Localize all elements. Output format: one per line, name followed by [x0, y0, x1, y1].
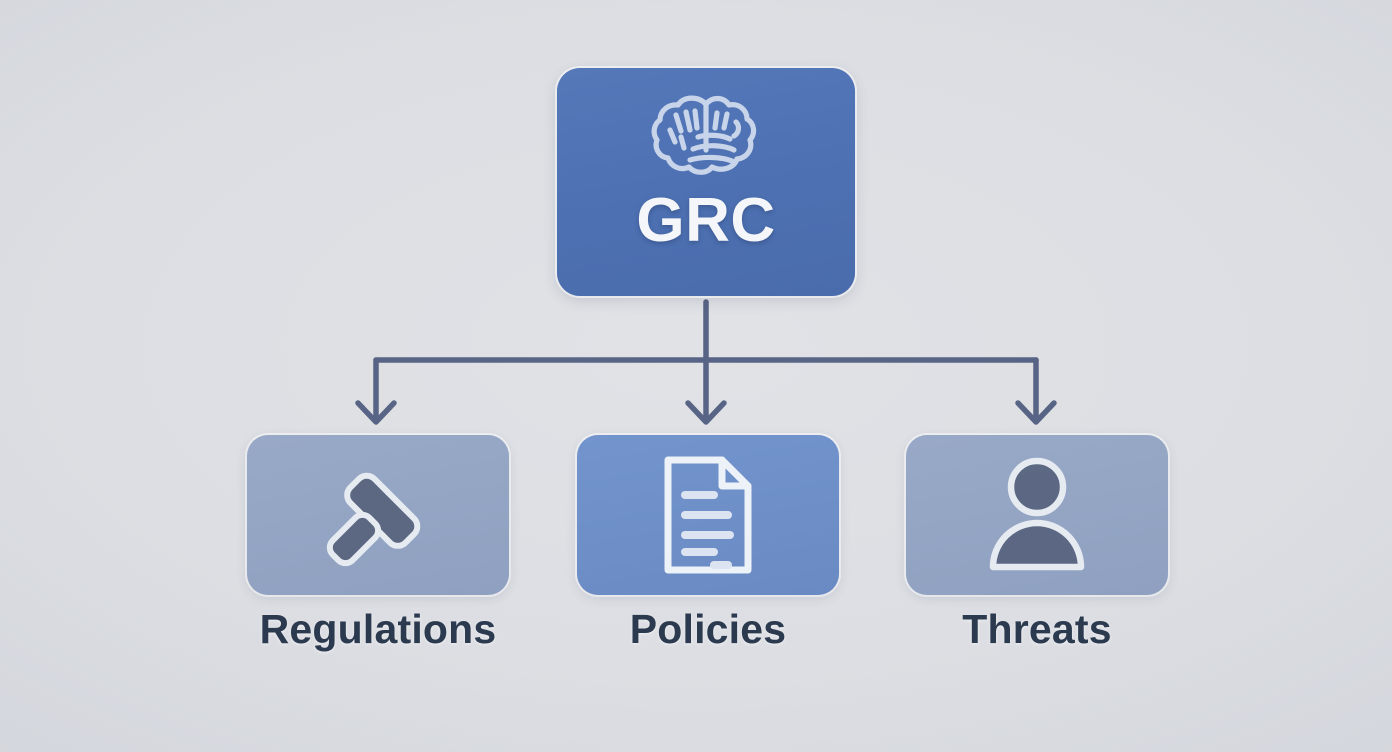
brain-icon — [651, 95, 757, 175]
node-threats[interactable] — [906, 435, 1168, 595]
person-icon — [989, 457, 1085, 571]
node-policies-label: Policies — [629, 606, 787, 652]
node-grc[interactable]: GRC — [557, 68, 855, 296]
node-policies[interactable] — [577, 435, 839, 595]
arrowhead-left — [355, 400, 397, 425]
arrowhead-right — [1015, 400, 1057, 425]
node-regulations-label: Regulations — [259, 606, 497, 652]
document-icon — [664, 456, 752, 574]
node-regulations[interactable] — [247, 435, 509, 595]
node-threats-label: Threats — [962, 606, 1112, 652]
node-grc-label: GRC — [636, 186, 776, 255]
arrowhead-center — [685, 400, 727, 425]
gavel-icon — [326, 472, 421, 567]
